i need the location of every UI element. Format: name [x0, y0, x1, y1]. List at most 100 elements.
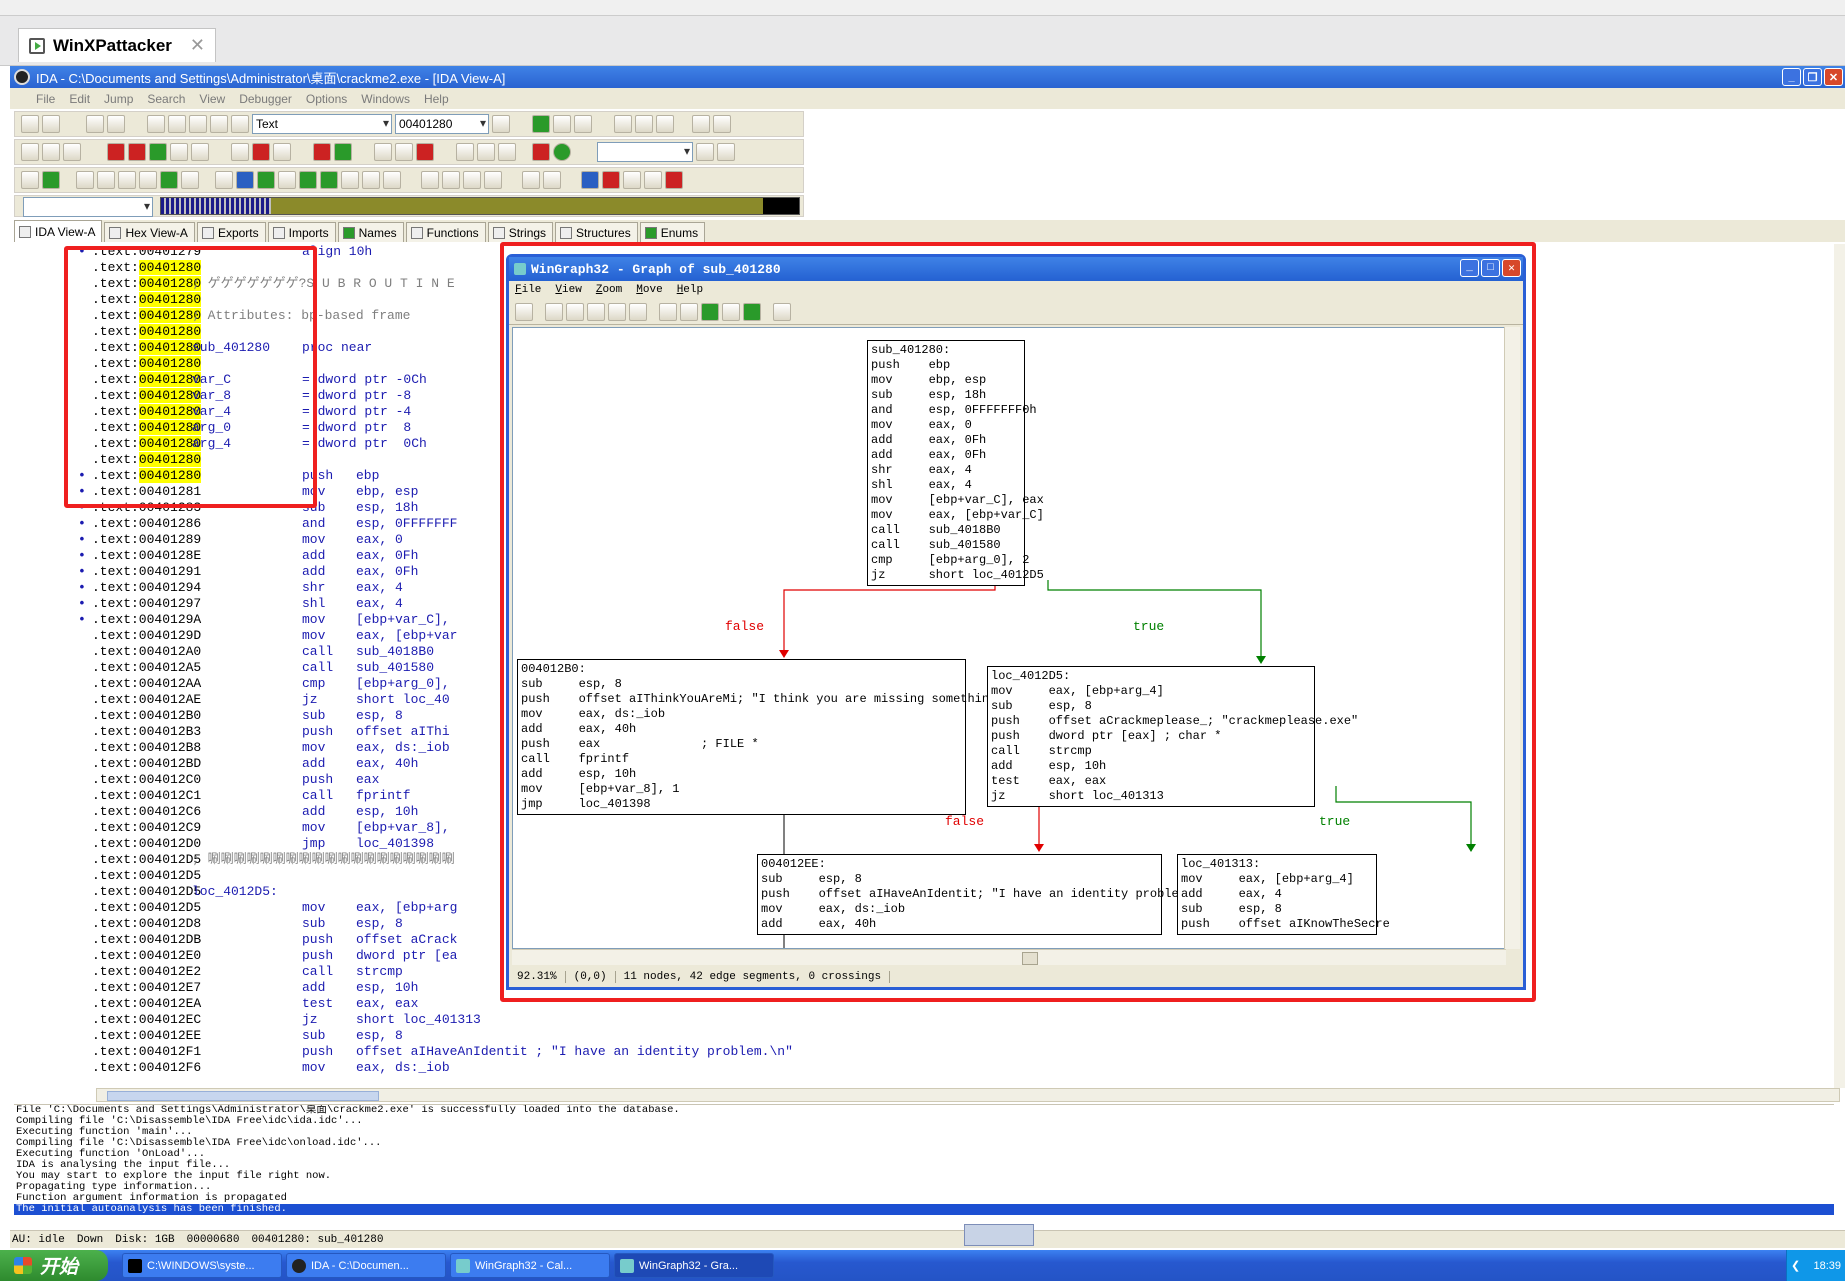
tab-functions[interactable]: Functions — [405, 222, 486, 242]
window-icon[interactable] — [614, 115, 632, 133]
tab-names[interactable]: Names — [337, 222, 404, 242]
menu-options[interactable]: Options — [305, 91, 348, 106]
search-icon[interactable] — [210, 115, 228, 133]
back-icon[interactable] — [86, 115, 104, 133]
pencil-icon[interactable] — [383, 171, 401, 189]
debug-tool2-icon[interactable] — [717, 143, 735, 161]
jump-icon[interactable] — [231, 115, 249, 133]
window-tile-icon[interactable] — [656, 115, 674, 133]
x-icon[interactable] — [181, 171, 199, 189]
enum-icon[interactable] — [273, 143, 291, 161]
pin-icon[interactable] — [313, 143, 331, 161]
char-icon[interactable] — [257, 171, 275, 189]
print-icon[interactable] — [515, 302, 533, 321]
tree-gray-icon[interactable] — [623, 171, 641, 189]
wingraph-close-button[interactable]: ✕ — [1502, 259, 1521, 277]
floating-mini-toolbar[interactable] — [964, 1224, 1034, 1246]
m-icon[interactable] — [299, 171, 317, 189]
tab-exports[interactable]: Exports — [196, 222, 266, 242]
text-t-icon[interactable] — [334, 143, 352, 161]
graph-node-sub_401280[interactable]: sub_401280: push ebp mov ebp, esp sub es… — [867, 340, 1044, 586]
menu-jump[interactable]: Jump — [104, 91, 134, 106]
task-wingraph-graph[interactable]: WinGraph32 - Gra... — [614, 1253, 774, 1278]
string-icon[interactable] — [191, 143, 209, 161]
dat-icon[interactable] — [97, 171, 115, 189]
run-icon[interactable] — [553, 143, 571, 161]
flow-icon[interactable] — [522, 171, 540, 189]
nav-right-icon[interactable] — [743, 302, 761, 321]
tree-gray2-icon[interactable] — [644, 171, 662, 189]
binoculars-next-icon[interactable] — [168, 115, 186, 133]
calculator-icon[interactable] — [456, 143, 474, 161]
comment-icon[interactable] — [170, 143, 188, 161]
func-edit-icon[interactable] — [128, 143, 146, 161]
graph-node-loc_401313[interactable]: loc_401313: mov eax, [ebp+arg_4] add eax… — [1177, 854, 1390, 935]
calc-icon[interactable] — [713, 115, 731, 133]
wingraph-maximize-button[interactable]: □ — [1481, 259, 1500, 277]
tilde-icon[interactable] — [362, 171, 380, 189]
minus-icon[interactable] — [532, 115, 550, 133]
nav-left-icon[interactable] — [701, 302, 719, 321]
pointer-icon[interactable] — [773, 302, 791, 321]
tab-imports[interactable]: Imports — [267, 222, 336, 242]
func-icon[interactable] — [107, 143, 125, 161]
wg-menu-file[interactable]: File — [515, 284, 542, 296]
window-split-icon[interactable] — [635, 115, 653, 133]
f-delete-icon[interactable] — [416, 143, 434, 161]
menu-help[interactable]: Help — [423, 91, 449, 106]
tab-strings[interactable]: Strings — [487, 222, 554, 242]
segment-select[interactable] — [23, 197, 153, 217]
menu-edit[interactable]: Edit — [69, 91, 91, 106]
task-ida[interactable]: IDA - C:\Documen... — [286, 1253, 446, 1278]
cod-icon[interactable] — [76, 171, 94, 189]
wg-menu-view[interactable]: View — [555, 284, 582, 296]
minimize-button[interactable]: _ — [1782, 68, 1801, 86]
f-icon[interactable] — [374, 143, 392, 161]
zoom-100-icon[interactable] — [608, 302, 626, 321]
plus-icon[interactable] — [553, 115, 571, 133]
restore-button[interactable]: ❐ — [1803, 68, 1822, 86]
disassembly-vertical-scrollbar[interactable] — [1834, 244, 1845, 1088]
struct-edit-icon[interactable] — [252, 143, 270, 161]
menu-windows[interactable]: Windows — [361, 91, 410, 106]
zoom-fit-icon[interactable] — [587, 302, 605, 321]
disassembly-horizontal-scrollbar[interactable] — [96, 1088, 1840, 1102]
open-icon[interactable] — [21, 115, 39, 133]
close-icon[interactable]: ✕ — [189, 35, 205, 55]
tree-red-icon[interactable] — [602, 171, 620, 189]
graph-icon[interactable] — [692, 115, 710, 133]
diamond-icon[interactable] — [63, 143, 81, 161]
tab-hex-view-a[interactable]: Hex View-A — [104, 222, 195, 242]
flow2-icon[interactable] — [543, 171, 561, 189]
person-icon[interactable] — [21, 171, 39, 189]
menu-search[interactable]: Search — [147, 91, 186, 106]
task-wingraph-call[interactable]: WinGraph32 - Cal... — [450, 1253, 610, 1278]
layout-icon[interactable] — [659, 302, 677, 321]
binoculars-text-icon[interactable] — [189, 115, 207, 133]
binoculars-icon[interactable] — [147, 115, 165, 133]
graph-canvas[interactable]: sub_401280: push ebp mov ebp, esp sub es… — [512, 327, 1506, 949]
forward-icon[interactable] — [107, 115, 125, 133]
graph-node-loc_4012D5[interactable]: loc_4012D5: mov eax, [ebp+arg_4] sub esp… — [987, 666, 1358, 807]
range-icon[interactable] — [341, 171, 359, 189]
tree-red2-icon[interactable] — [665, 171, 683, 189]
code-icon[interactable] — [21, 143, 39, 161]
globe-icon[interactable] — [680, 302, 698, 321]
struct-icon[interactable] — [231, 143, 249, 161]
lightning-icon[interactable] — [492, 115, 510, 133]
graph-node-004012EE[interactable]: 004012EE: sub esp, 8 push offset aIHaveA… — [757, 854, 1215, 935]
mode-select[interactable]: Text — [252, 114, 392, 134]
xref-icon[interactable] — [463, 171, 481, 189]
center-icon[interactable] — [629, 302, 647, 321]
menu-file[interactable]: File — [36, 91, 56, 106]
wg-menu-zoom[interactable]: Zoom — [595, 284, 623, 296]
tray-arrow-icon[interactable]: ❮ — [1791, 1260, 1801, 1272]
zoom-out-icon[interactable] — [566, 302, 584, 321]
f-edit-icon[interactable] — [395, 143, 413, 161]
cross-icon[interactable] — [574, 115, 592, 133]
save-icon[interactable] — [42, 115, 60, 133]
xref2-icon[interactable] — [484, 171, 502, 189]
semicolon-icon[interactable] — [442, 171, 460, 189]
image-icon[interactable] — [477, 143, 495, 161]
colon-icon[interactable] — [421, 171, 439, 189]
